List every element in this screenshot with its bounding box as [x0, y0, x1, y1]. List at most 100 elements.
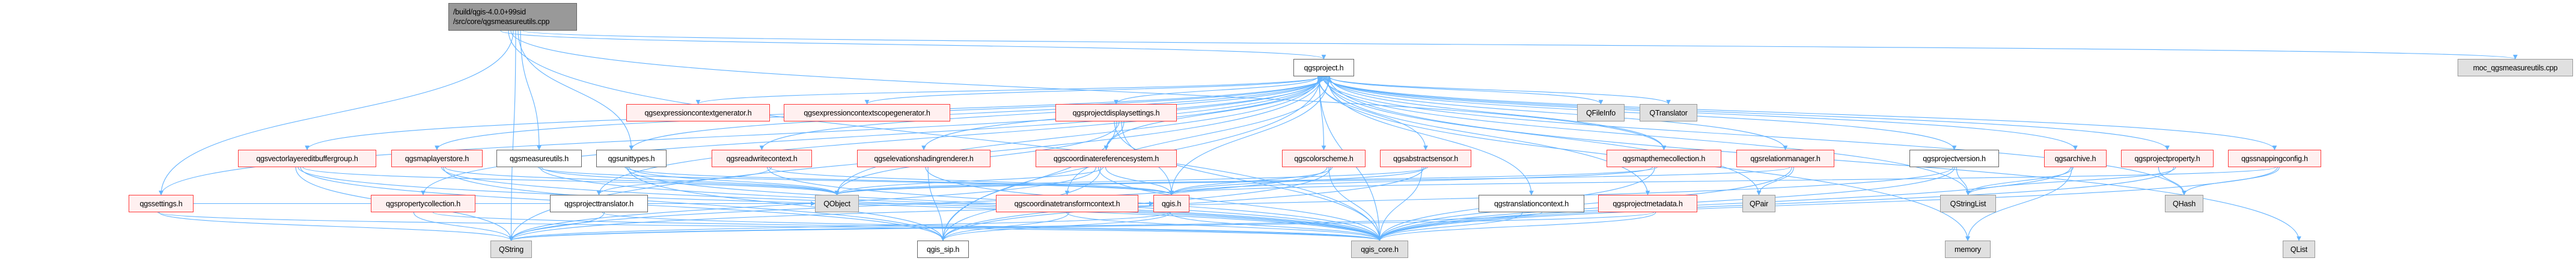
- edge-relationmgr-to-qpair: [1756, 167, 1794, 195]
- edge-translator-to-qstring: [508, 212, 605, 241]
- node-qgsrelationmanager-h[interactable]: qgsrelationmanager.h: [1736, 150, 1834, 167]
- edge-unittypes-to-qobject: [629, 167, 840, 195]
- edge-root-to-settings: [159, 30, 514, 195]
- edge-sensor-to-qgiscore: [1377, 167, 1423, 241]
- edge-unittypes-to-qgis: [624, 167, 1174, 195]
- edge-relationmgr-to-qobject: [835, 167, 1790, 195]
- node-qgsexpressioncontextgenerator-h[interactable]: qgsexpressioncontextgenerator.h: [626, 104, 770, 121]
- edge-qgsproject-to-projectproperty: [1324, 76, 2170, 150]
- node-qfileinfo[interactable]: QFileInfo: [1577, 104, 1625, 121]
- node-qgstranslationcontext-h[interactable]: qgstranslationcontext.h: [1479, 195, 1584, 212]
- node-qstring[interactable]: QString: [490, 241, 532, 258]
- edge-propcollection-to-qgiscore: [432, 212, 1382, 241]
- edge-root-to-qgsproject: [500, 30, 1326, 60]
- edge-ctcontext-to-qgiscore: [1066, 212, 1382, 241]
- edge-projectproperty-to-qhash: [2158, 167, 2187, 195]
- node-qgis-h[interactable]: qgis.h: [1153, 195, 1189, 212]
- node-qgsprojectversion-h[interactable]: qgsprojectversion.h: [1909, 150, 1999, 167]
- edge-archive-to-qgiscore: [1377, 167, 2071, 241]
- edge-archive-to-memory: [1965, 167, 2072, 241]
- edge-qgsproject-to-qhash: [1322, 76, 2187, 195]
- node-qgsunittypes-h[interactable]: qgsunittypes.h: [596, 150, 667, 167]
- edge-qgsproject-to-sensor: [1317, 76, 1428, 150]
- node-qgsproject-h[interactable]: qgsproject.h: [1293, 59, 1354, 76]
- edge-root-to-unittypes: [517, 30, 634, 150]
- edge-qgsproject-to-translationctx: [1327, 76, 1534, 195]
- edge-qgsproject-to-propcollection: [421, 76, 1322, 195]
- node-qgssettings-h[interactable]: qgssettings.h: [129, 195, 194, 212]
- edge-qgsproject-to-settings: [159, 76, 1323, 195]
- root-file-node[interactable]: /build/qgis-4.0.0+99sid /src/core/qgsmea…: [448, 3, 577, 31]
- edge-qgsproject-to-exprctxgen: [695, 76, 1321, 105]
- node-qgsexpressioncontextscopegenerator-h[interactable]: qgsexpressioncontextscopegenerator.h: [784, 104, 950, 121]
- edge-qgsproject-to-qpair: [1324, 76, 1762, 195]
- node-qpair[interactable]: QPair: [1742, 195, 1775, 212]
- edge-qgsproject-to-qfileinfo: [1329, 76, 1604, 105]
- edge-root-to-measureutils: [520, 30, 542, 150]
- node-qgscolorscheme-h[interactable]: qgscolorscheme.h: [1282, 150, 1366, 167]
- node-qgis-core-h[interactable]: qgis_core.h: [1351, 241, 1408, 258]
- node-qgsvectorlayereditbuffergroup-h[interactable]: qgsvectorlayereditbuffergroup.h: [238, 150, 376, 167]
- root-file-path-line2: /src/core/qgsmeasureutils.cpp: [453, 17, 550, 26]
- node-qgscoordinatereferencesystem-h[interactable]: qgscoordinatereferencesystem.h: [1036, 150, 1177, 167]
- edge-displaysettings-to-crs: [1103, 121, 1125, 150]
- node-memory[interactable]: memory: [1945, 241, 1991, 258]
- edge-archive-to-qstringlist: [1965, 167, 2074, 195]
- edge-qgsproject-to-colorscheme: [1319, 76, 1326, 150]
- edge-propcollection-to-qstring: [413, 212, 514, 241]
- edge-qgsproject-to-unittypes: [629, 76, 1325, 150]
- edge-measureutils-to-qgis: [538, 167, 1174, 195]
- node-qstringlist[interactable]: QStringList: [1940, 195, 1996, 212]
- edge-projectversion-to-qstring: [508, 167, 1953, 241]
- edge-qgsproject-to-exprscopegen: [864, 76, 1320, 105]
- node-qgsprojecttranslator-h[interactable]: qgsprojecttranslator.h: [550, 195, 648, 212]
- edge-qgsproject-to-readwritectx: [759, 76, 1324, 150]
- edge-relationmgr-to-qgiscore: [1377, 167, 1792, 241]
- edge-qgis-to-qgiscore: [1169, 212, 1382, 241]
- node-qgsprojectproperty-h[interactable]: qgsprojectproperty.h: [2121, 150, 2214, 167]
- edge-root-to-moc: [522, 30, 2517, 60]
- root-file-path-line1: /build/qgis-4.0.0+99sid: [453, 8, 526, 16]
- node-qgsprojectdisplaysettings-h[interactable]: qgsprojectdisplaysettings.h: [1055, 104, 1177, 121]
- edge-qgsproject-to-qtranslator: [1328, 76, 1671, 105]
- edge-readwritectx-to-translator: [596, 167, 772, 195]
- edge-translationctx-to-qgiscore: [1377, 212, 1523, 241]
- node-qgsmeasureutils-h[interactable]: qgsmeasureutils.h: [496, 150, 582, 167]
- edge-qgsproject-to-translator: [596, 76, 1320, 195]
- node-qgsarchive-h[interactable]: qgsarchive.h: [2044, 150, 2107, 167]
- node-qgis-sip-h[interactable]: qgis_sip.h: [917, 241, 969, 258]
- edge-maptheme-to-qobject: [835, 167, 1658, 195]
- edge-vleditbuffer-to-qobject: [302, 167, 840, 195]
- edge-translator-to-qgiscore: [602, 212, 1382, 241]
- node-qgsprojectmetadata-h[interactable]: qgsprojectmetadata.h: [1598, 195, 1697, 212]
- edge-projectproperty-to-qstringlist: [1965, 167, 2176, 195]
- node-qgssnappingconfig-h[interactable]: qgssnappingconfig.h: [2228, 150, 2321, 167]
- edge-qgsproject-to-archive: [1325, 76, 2078, 150]
- edge-settings-to-qgiscore: [157, 212, 1382, 241]
- edge-qgsproject-to-relationmgr: [1328, 76, 1788, 150]
- node-qgscoordinatetransformcontext-h[interactable]: qgscoordinatetransformcontext.h: [996, 195, 1138, 212]
- node-qobject[interactable]: QObject: [815, 195, 859, 212]
- node-qgselevationshadingrenderer-h[interactable]: qgselevationshadingrenderer.h: [857, 150, 990, 167]
- node-qgsreadwritecontext-h[interactable]: qgsreadwritecontext.h: [712, 150, 812, 167]
- node-qtranslator[interactable]: QTranslator: [1640, 104, 1697, 121]
- edge-snapping-to-qgiscore: [1377, 167, 2278, 241]
- edge-maplayerstore-to-qobject: [445, 167, 840, 195]
- node-qgsmaplayerstore-h[interactable]: qgsmaplayerstore.h: [391, 150, 483, 167]
- node-qgsmapthemecollection-h[interactable]: qgsmapthemecollection.h: [1607, 150, 1721, 167]
- edge-settings-to-qstring: [159, 212, 514, 241]
- node-qhash[interactable]: QHash: [2165, 195, 2203, 212]
- edge-qgsproject-to-maptheme: [1329, 76, 1667, 150]
- node-qgspropertycollection-h[interactable]: qgspropertycollection.h: [371, 195, 475, 212]
- edge-qgsproject-to-snapping: [1323, 76, 2277, 150]
- node-qlist[interactable]: QList: [2283, 241, 2315, 258]
- node-moc-qgsmeasureutils-cpp[interactable]: moc_qgsmeasureutils.cpp: [2458, 59, 2573, 76]
- edge-crs-to-qobject: [834, 167, 1104, 195]
- edge-metadata-to-qgiscore: [1377, 212, 1656, 241]
- node-qgsabstractsensor-h[interactable]: qgsabstractsensor.h: [1380, 150, 1471, 167]
- edge-qgsproject-to-displaysettings: [1114, 76, 1319, 105]
- edge-root-to-qstring: [508, 30, 516, 241]
- edge-qgsproject-to-metadata: [1325, 76, 1650, 195]
